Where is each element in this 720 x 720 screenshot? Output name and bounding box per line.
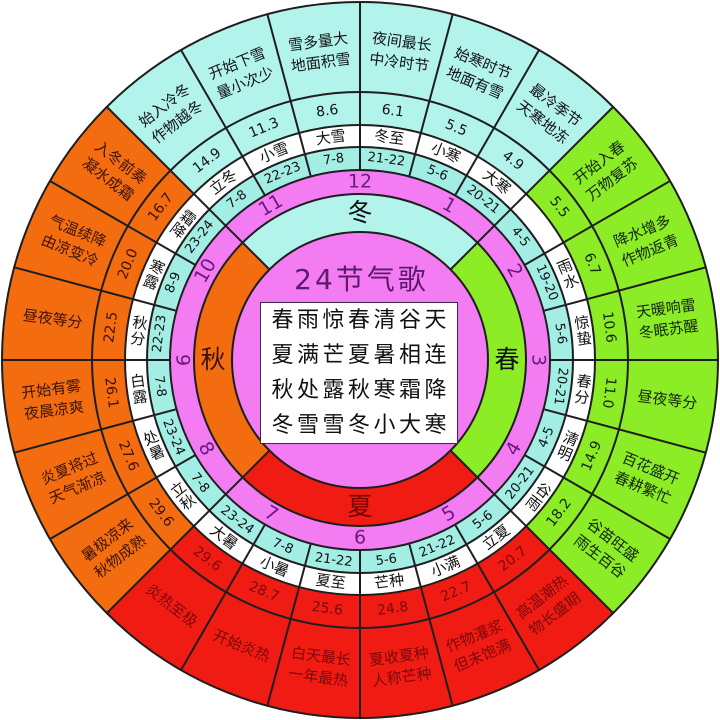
- month-number: 9: [171, 353, 194, 367]
- term-description: 开始有雾 夜晨凉爽: [20, 376, 85, 424]
- poem-box: 春雨惊春清谷天 夏满芒夏暑相连 秋处露秋寒霜降 冬雪雪冬小大寒: [260, 302, 458, 444]
- term-description: 夜间最长 中冷时节: [368, 28, 433, 76]
- term-description: 雪多量大 地面积雪: [287, 28, 352, 76]
- term-name: 春分: [571, 372, 594, 407]
- term-description: 夏收夏种 人称芒种: [368, 643, 433, 691]
- term-date: 5-6: [551, 322, 570, 346]
- month-number: 12: [347, 170, 373, 193]
- term-name: 秋分: [127, 313, 150, 348]
- term-name: 惊蛰: [571, 313, 594, 348]
- poem-line: 秋处露秋寒霜降: [271, 378, 450, 403]
- term-name: 白露: [127, 372, 150, 407]
- season-label-autumn: 秋: [200, 345, 226, 374]
- term-date: 7-8: [150, 374, 169, 398]
- term-temperature: 6.1: [380, 101, 405, 121]
- poem-line: 夏满芒夏暑相连: [271, 343, 450, 368]
- term-description: 天暖响雷 冬眠苏醒: [634, 295, 700, 343]
- term-description: 白天最长 一年最热: [287, 643, 352, 691]
- month-number: 6: [353, 526, 367, 549]
- term-date: 7-8: [322, 150, 346, 169]
- season-label-summer: 夏: [347, 492, 373, 521]
- center-title: 24节气歌: [294, 263, 429, 296]
- season-label-winter: 冬: [347, 198, 373, 227]
- season-label-spring: 春: [494, 345, 520, 374]
- poem-line: 冬雪雪冬小大寒: [271, 413, 450, 438]
- month-number: 3: [527, 353, 550, 367]
- poem-line: 春雨惊春清谷天: [271, 308, 450, 333]
- term-date: 5-6: [374, 551, 398, 570]
- term-temperature: 8.6: [315, 101, 340, 121]
